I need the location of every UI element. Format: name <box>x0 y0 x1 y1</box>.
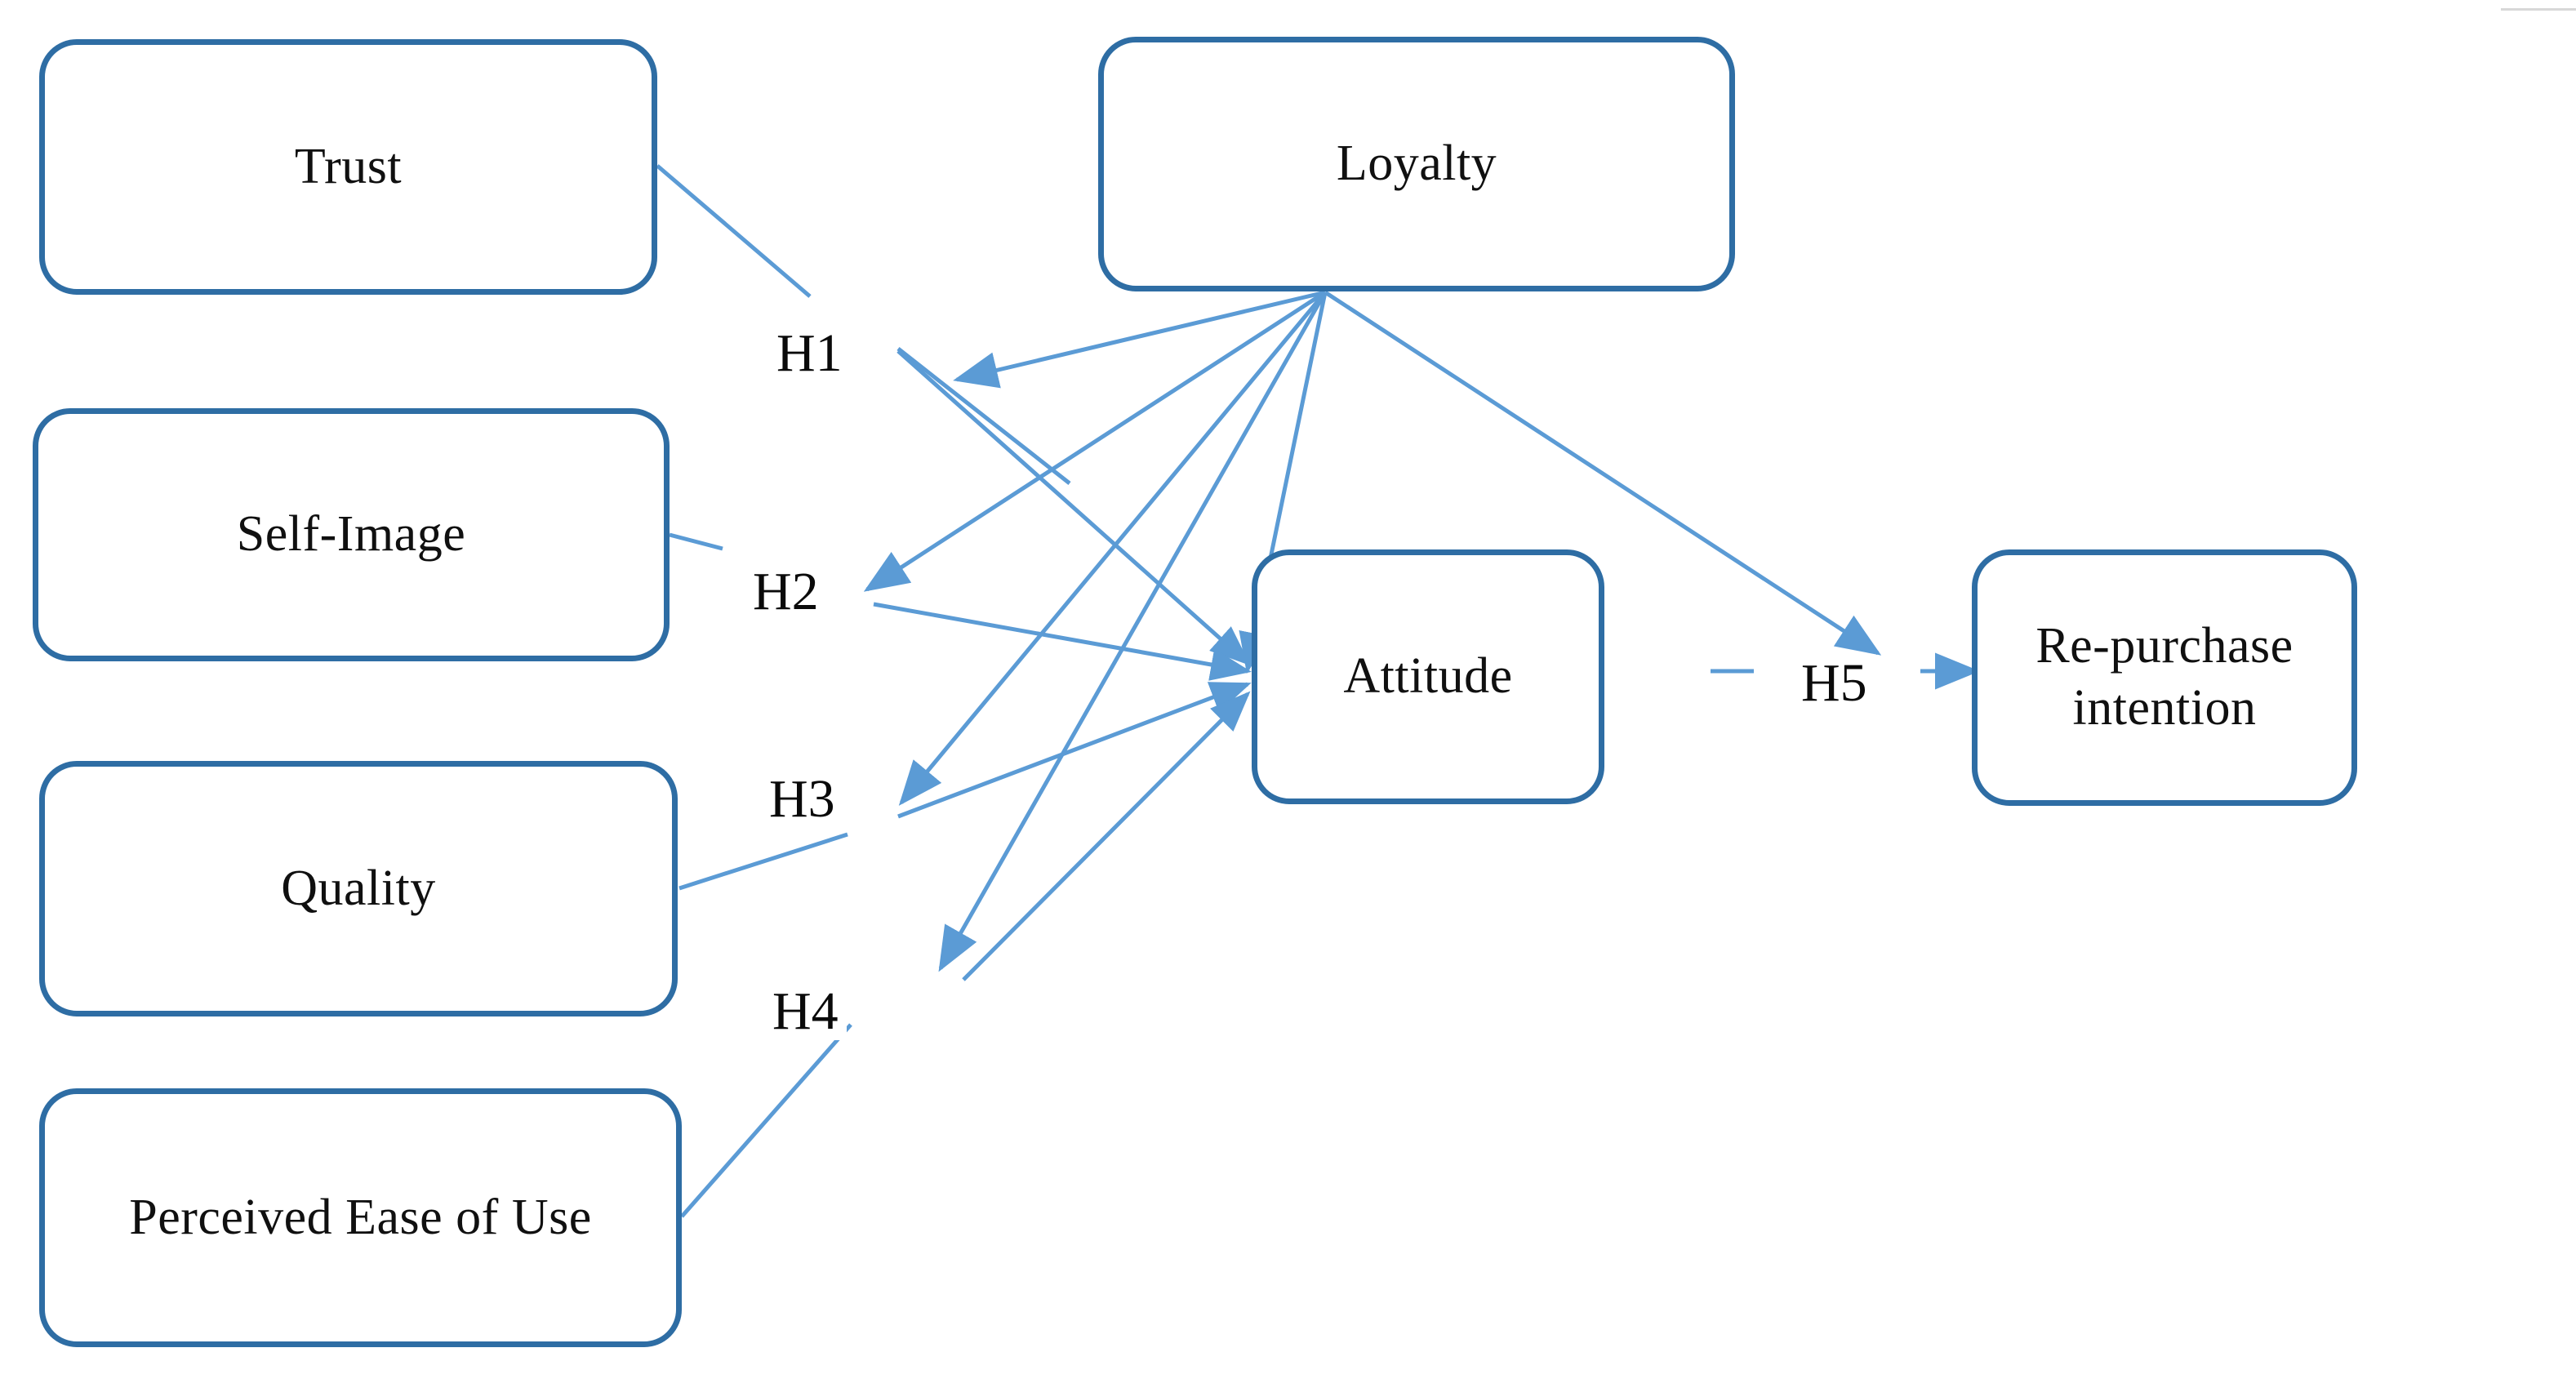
hypothesis-label-h1: H1 <box>768 325 851 382</box>
edge-h4-stub-peou <box>680 1023 852 1218</box>
node-quality-label: Quality <box>281 860 436 916</box>
edge-loyalty-repurchase <box>1324 290 1882 656</box>
node-trust-label: Trust <box>294 138 403 194</box>
edge-trust-attitude <box>896 349 1251 666</box>
node-self-image[interactable]: Self-Image <box>33 408 670 661</box>
node-loyalty[interactable]: Loyalty <box>1098 37 1735 291</box>
edge-self-image-attitude <box>873 602 1252 681</box>
edge-h4-arrow-to-peou <box>938 291 1328 972</box>
hypothesis-label-h4: H4 <box>764 983 847 1040</box>
hypothesis-label-h2: H2 <box>745 563 827 621</box>
node-self-image-label: Self-Image <box>236 506 466 563</box>
edge-h2-stub-self-image <box>669 532 723 551</box>
node-attitude-label: Attitude <box>1343 648 1513 705</box>
edge-quality-attitude <box>897 682 1252 819</box>
edge-h3-arrow-to-quality <box>898 291 1327 806</box>
hypothesis-label-h5: H5 <box>1793 655 1875 712</box>
edge-h2-arrow-to-self-image <box>863 290 1327 592</box>
node-repurchase-intention-label: Re-purchase intention <box>2035 618 2293 736</box>
edge-h1-arrow-to-trust <box>953 290 1326 389</box>
node-attitude[interactable]: Attitude <box>1252 549 1604 804</box>
node-perceived-ease-of-use[interactable]: Perceived Ease of Use <box>39 1088 682 1347</box>
node-quality[interactable]: Quality <box>39 761 678 1016</box>
top-rule-decoration <box>2501 8 2576 11</box>
node-repurchase-intention[interactable]: Re-purchase intention <box>1972 549 2357 806</box>
edge-h3-stub-quality <box>678 832 848 891</box>
edge-peou-attitude <box>962 691 1251 981</box>
edge-h1-stub-trust <box>656 164 812 298</box>
node-loyalty-label: Loyalty <box>1336 136 1497 192</box>
edge-h1-tail <box>896 347 1071 485</box>
hypothesis-label-h3: H3 <box>761 771 843 828</box>
node-trust[interactable]: Trust <box>39 39 657 295</box>
node-perceived-ease-of-use-label: Perceived Ease of Use <box>129 1189 592 1245</box>
